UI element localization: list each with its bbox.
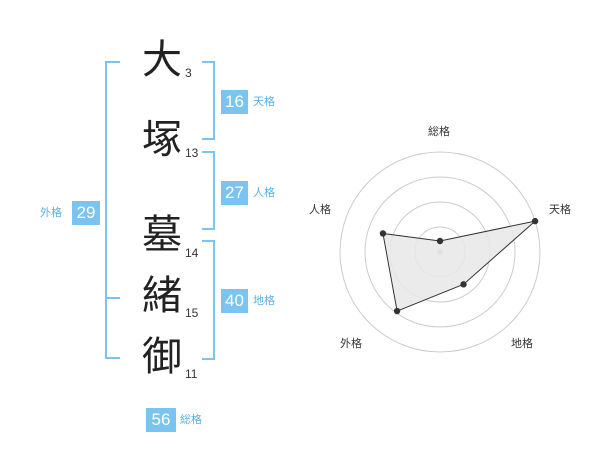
radar-point-0 (436, 237, 444, 245)
radar-polygon (382, 220, 537, 312)
tenkaku-score: 16 (221, 90, 248, 114)
radar-ring-4 (339, 151, 541, 353)
radar-points (379, 217, 539, 315)
radar-ring-3 (364, 176, 516, 328)
radar-shape (382, 220, 537, 312)
radar-label-gaikaku: 外格 (340, 337, 362, 350)
gaikaku-label: 外格 (40, 206, 62, 219)
radar-label-tenkaku: 天格 (549, 203, 571, 216)
radar-point-3 (393, 307, 401, 315)
radar-point-4 (379, 230, 387, 237)
radar-label-soukaku: 総格 (428, 125, 450, 138)
soukaku-score: 56 (146, 408, 176, 432)
gaikaku-score: 29 (72, 201, 100, 225)
radar-label-jinkaku: 人格 (309, 203, 331, 216)
name-char-5: 御 (142, 334, 182, 380)
name-char-2: 塚 (142, 117, 182, 163)
chikaku-score: 40 (221, 289, 248, 313)
stroke-count-4: 15 (185, 306, 199, 320)
jinkaku-label: 人格 (253, 186, 275, 199)
stroke-count-1: 3 (185, 66, 192, 80)
jinkaku-score: 27 (221, 181, 248, 205)
stroke-count-3: 14 (185, 246, 199, 260)
radar-point-2 (460, 281, 467, 288)
chikaku-label: 地格 (253, 294, 275, 307)
stroke-count-2: 13 (185, 146, 199, 160)
name-char-1: 大 (142, 37, 182, 83)
radar-point-1 (531, 217, 539, 225)
stroke-count-5: 11 (185, 367, 198, 381)
soukaku-label: 総格 (180, 413, 202, 426)
tenkaku-label: 天格 (253, 95, 275, 108)
name-char-4: 緒 (142, 273, 182, 319)
radar-label-chikaku: 地格 (511, 337, 533, 350)
name-char-3: 墓 (142, 212, 182, 258)
